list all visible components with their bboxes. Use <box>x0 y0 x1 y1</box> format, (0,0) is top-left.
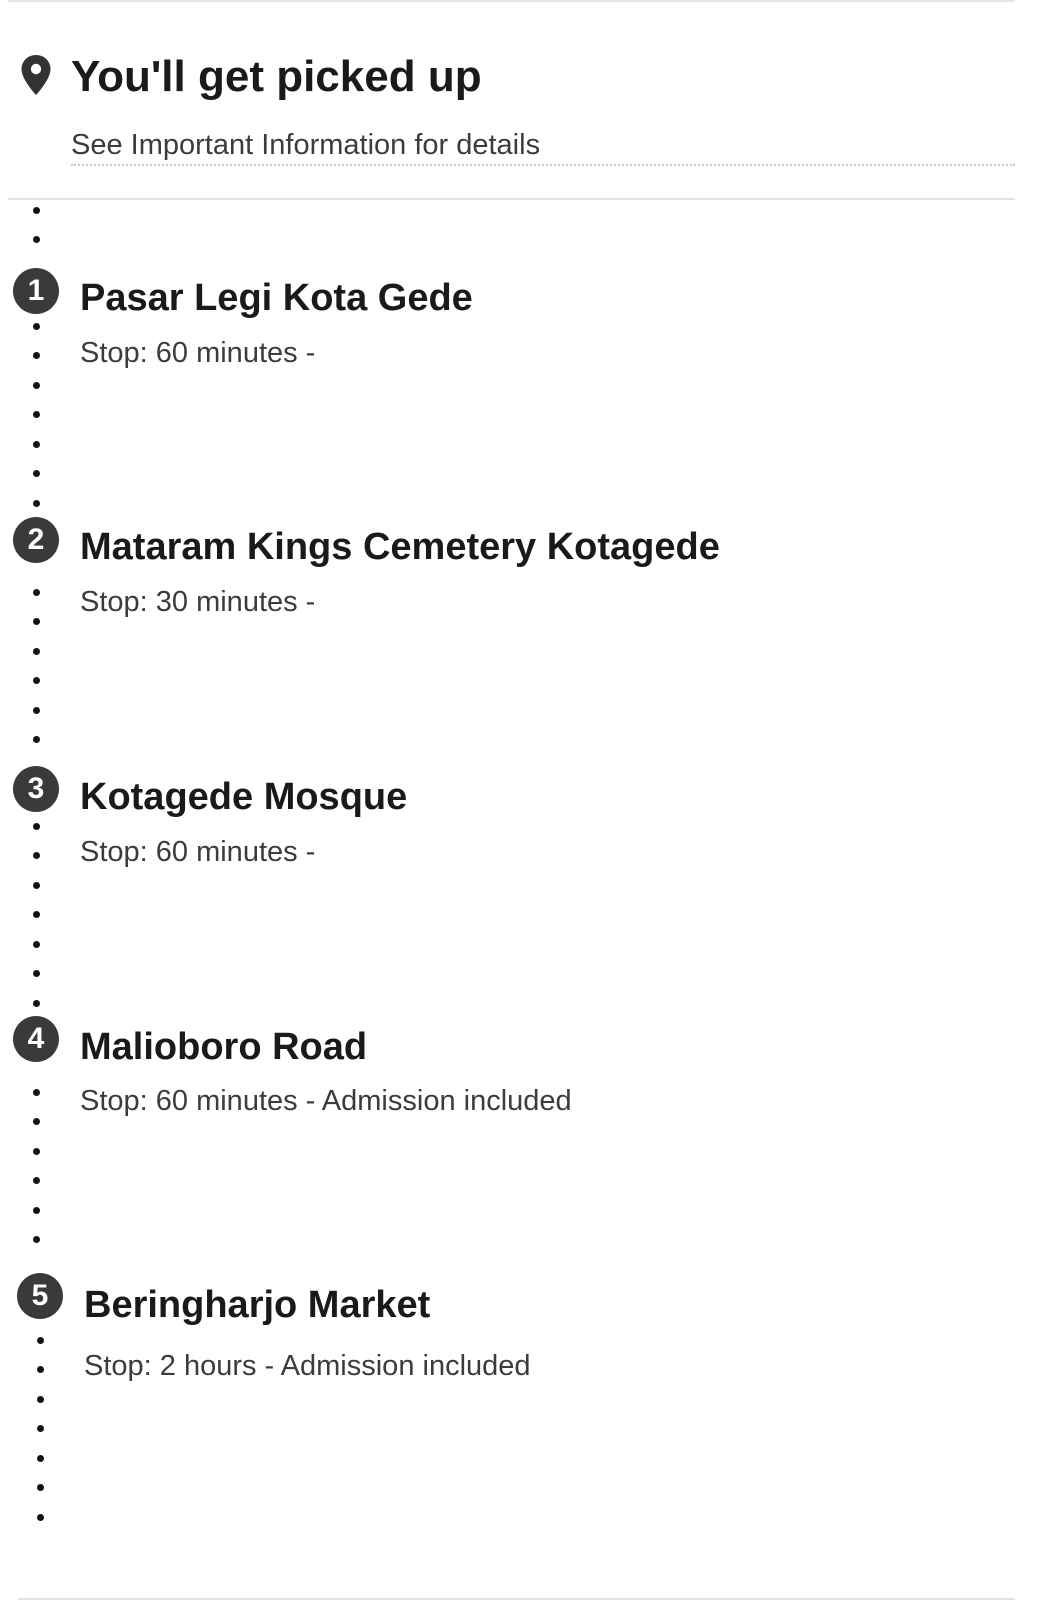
stop-name[interactable]: Kotagede Mosque <box>80 776 408 818</box>
top-divider <box>8 0 1015 2</box>
stop-number-badge: 4 <box>13 1016 59 1062</box>
stop-item-2[interactable]: 2 Mataram Kings Cemetery Kotagede Stop: … <box>0 508 1037 628</box>
timeline-dot <box>32 736 40 743</box>
timeline-dot <box>32 1206 40 1214</box>
timeline-dot <box>32 440 40 448</box>
timeline-dot <box>32 206 40 214</box>
stop-number-badge: 5 <box>17 1273 63 1319</box>
timeline-dot <box>32 1088 40 1096</box>
timeline-dot <box>32 677 40 684</box>
timeline-dot <box>32 852 40 859</box>
pickup-section: You'll get picked up See Important Infor… <box>0 0 1037 200</box>
stop-duration: Stop: 60 minutes - <box>80 337 316 369</box>
timeline-dot <box>32 1236 40 1243</box>
important-information-link[interactable]: See Important Information for details <box>71 129 541 161</box>
timeline-dot <box>32 322 40 330</box>
timeline-dot <box>32 470 40 477</box>
stop-name[interactable]: Mataram Kings Cemetery Kotagede <box>80 526 720 568</box>
stop-name[interactable]: Beringharjo Market <box>84 1284 431 1326</box>
timeline-dot <box>32 647 40 655</box>
stop-item-4[interactable]: 4 Malioboro Road Stop: 60 minutes - Admi… <box>0 1008 1037 1128</box>
timeline-dot <box>32 911 40 918</box>
stop-number-badge: 2 <box>13 517 59 563</box>
timeline-dot <box>36 1366 44 1373</box>
stop-item-3[interactable]: 3 Kotagede Mosque Stop: 60 minutes - <box>0 758 1037 878</box>
timeline-dot <box>32 1118 40 1125</box>
timeline-dot <box>32 706 40 714</box>
stop-duration: Stop: 2 hours - Admission included <box>84 1350 531 1382</box>
stop-duration: Stop: 60 minutes - Admission included <box>80 1085 572 1117</box>
timeline-dot <box>32 940 40 948</box>
timeline-dot <box>32 881 40 889</box>
stop-item-1[interactable]: 1 Pasar Legi Kota Gede Stop: 60 minutes … <box>0 258 1037 378</box>
stop-number-badge: 3 <box>13 766 59 812</box>
timeline-dot <box>32 381 40 389</box>
stop-name[interactable]: Malioboro Road <box>80 1026 368 1068</box>
timeline-dot <box>32 352 40 359</box>
timeline-dot <box>32 236 40 243</box>
timeline-dot <box>36 1425 44 1432</box>
timeline-dot <box>36 1513 44 1521</box>
section-divider <box>8 198 1015 200</box>
timeline-dot <box>36 1336 44 1344</box>
timeline-dot <box>36 1484 44 1491</box>
timeline-dot <box>32 1177 40 1184</box>
bottom-divider <box>18 1598 1015 1600</box>
timeline-dot <box>36 1395 44 1403</box>
timeline-dot <box>32 1147 40 1155</box>
dotted-divider <box>71 164 1015 166</box>
timeline-dot <box>32 822 40 830</box>
timeline-dot <box>32 999 40 1007</box>
stop-item-5[interactable]: 5 Beringharjo Market Stop: 2 hours - Adm… <box>0 1266 1037 1386</box>
timeline-dot <box>32 411 40 418</box>
map-pin-icon <box>21 55 51 95</box>
stop-duration: Stop: 60 minutes - <box>80 836 316 868</box>
stop-number-badge: 1 <box>13 268 59 314</box>
timeline-dot <box>32 588 40 596</box>
timeline-dot <box>32 618 40 625</box>
timeline-dot <box>32 499 40 507</box>
stop-name[interactable]: Pasar Legi Kota Gede <box>80 277 473 319</box>
pickup-title: You'll get picked up <box>71 52 482 101</box>
timeline-dot <box>36 1454 44 1462</box>
timeline-dot <box>32 970 40 977</box>
stop-duration: Stop: 30 minutes - <box>80 586 316 618</box>
